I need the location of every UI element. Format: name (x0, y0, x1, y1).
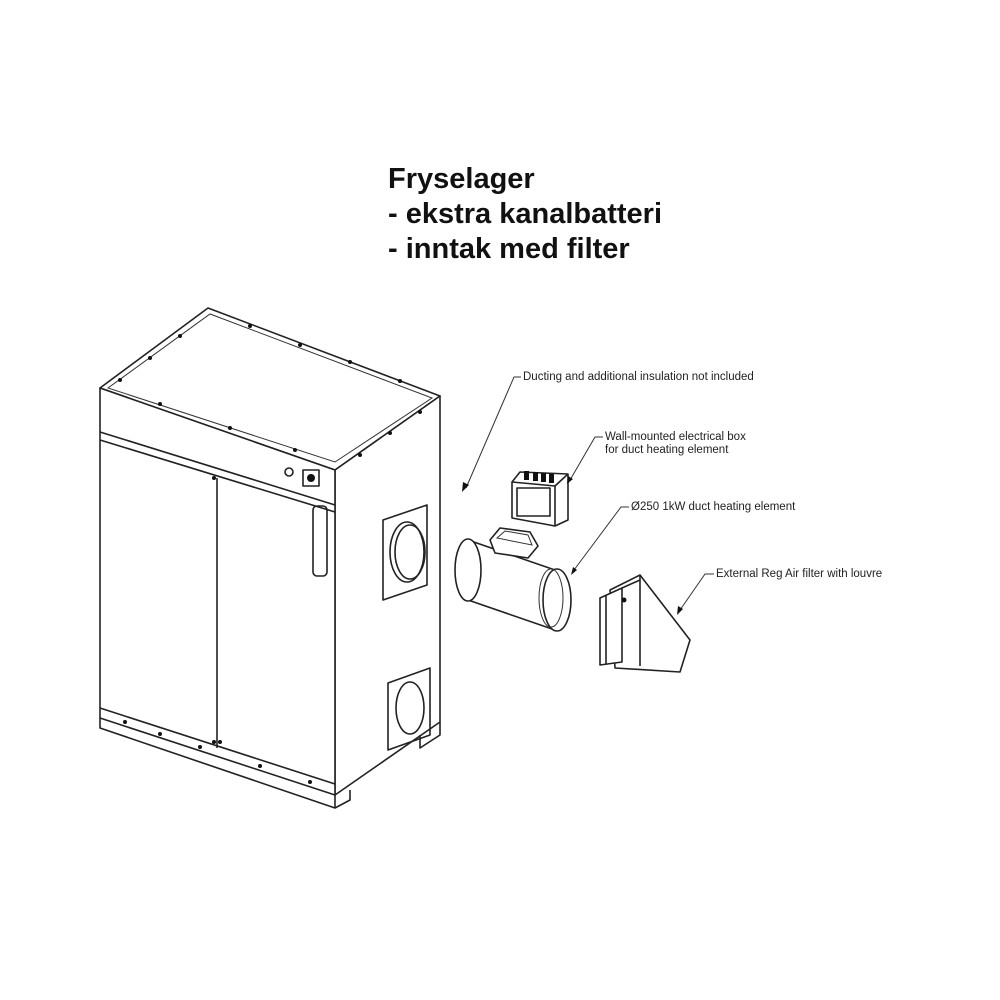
leader-lines (462, 376, 714, 615)
label-box-line-2: for duct heating element (605, 444, 729, 456)
label-duct-heater: Ø250 1kW duct heating element (631, 501, 796, 513)
dehumidifier-unit (99, 307, 441, 809)
diagram-title: Fryselager - ekstra kanalbatteri - innta… (388, 162, 662, 267)
upper-port (382, 504, 428, 601)
duct-heater (454, 527, 572, 632)
lower-port (387, 667, 431, 751)
air-filter-louvre (599, 574, 691, 673)
label-electrical-box: Wall-mounted electrical box for duct hea… (605, 431, 746, 457)
label-box-line-1: Wall-mounted electrical box (605, 431, 746, 443)
electrical-box (511, 471, 569, 527)
power-switch-icon (284, 467, 294, 477)
title-line-2: - ekstra kanalbatteri (388, 198, 663, 230)
label-ducting: Ducting and additional insulation not in… (523, 371, 754, 383)
title-line-1: Fryselager (388, 163, 535, 195)
handle (312, 505, 328, 577)
control-knob-icon (302, 469, 320, 487)
label-air-filter: External Reg Air filter with louvre (716, 568, 883, 580)
title-line-3: - inntak med filter (388, 233, 630, 265)
